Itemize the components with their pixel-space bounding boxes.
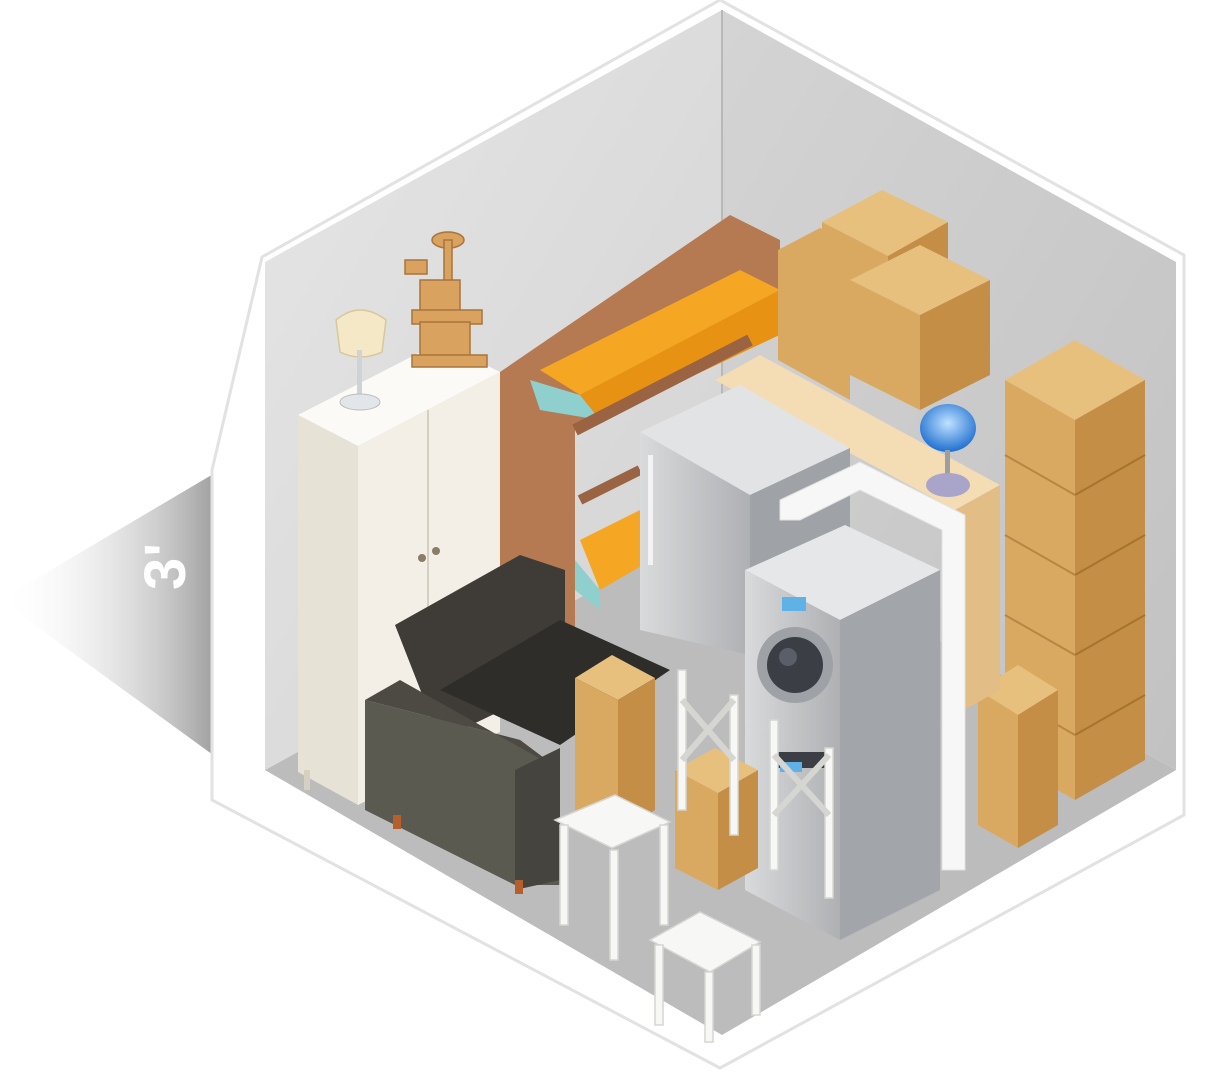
bunk-bed	[500, 215, 790, 660]
dryer	[745, 725, 940, 940]
panel	[779, 461, 966, 871]
shadow-gradient	[0, 470, 265, 760]
table-lamp	[335, 309, 387, 411]
desk-lamp	[920, 404, 976, 497]
cardboard-box	[778, 190, 1146, 848]
armchair	[365, 555, 670, 894]
dimension-label: 3'	[133, 541, 198, 590]
cat-tree	[404, 231, 488, 368]
desk	[715, 355, 1000, 715]
washing-machine	[745, 525, 940, 775]
bar-chair	[553, 669, 834, 1043]
